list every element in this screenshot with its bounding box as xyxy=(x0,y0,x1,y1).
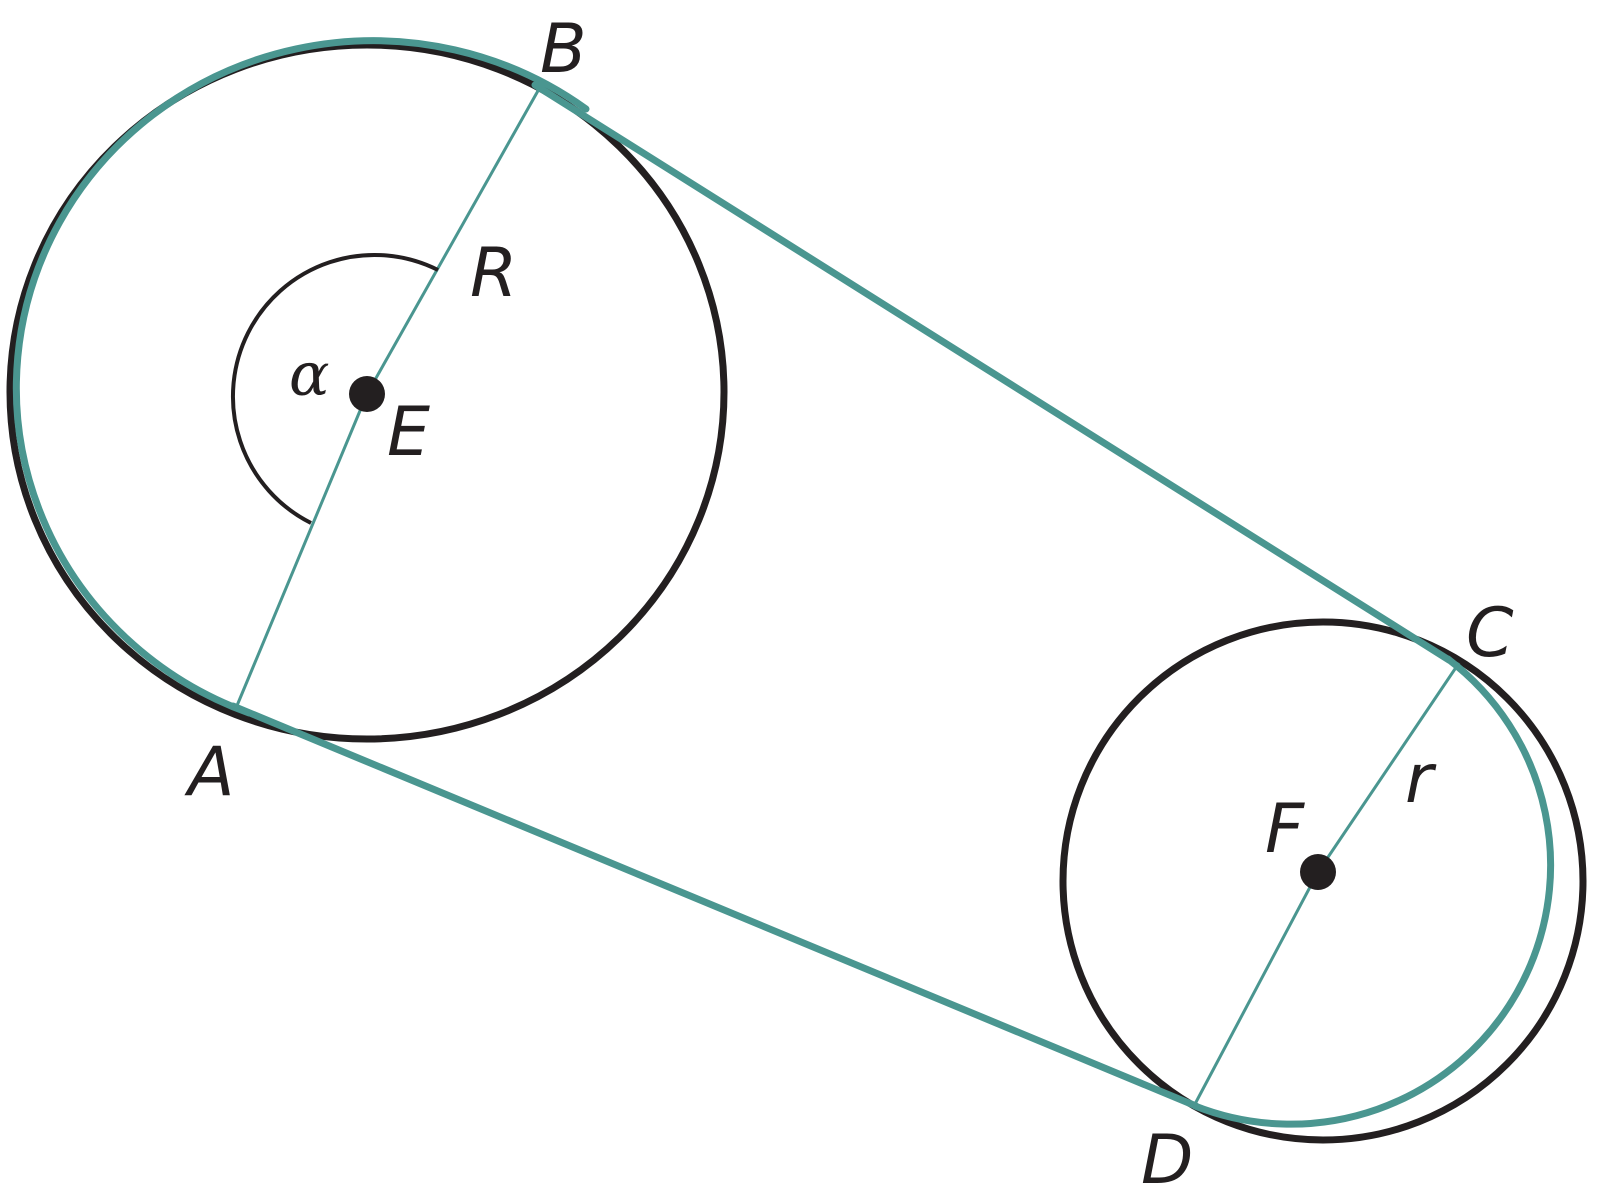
belt-lower-tangent-ad xyxy=(229,702,1200,1110)
radius-line-e-a xyxy=(234,393,369,709)
label-radius-big-r: R xyxy=(470,234,517,313)
belt-wrap-small-pulley xyxy=(1191,655,1555,1128)
belt-wrap-large-pulley xyxy=(12,37,590,717)
angle-alpha-arc xyxy=(230,252,439,525)
large-pulley-circle xyxy=(6,41,728,743)
belt-upper-tangent-bc xyxy=(531,81,1453,664)
label-b: B xyxy=(540,10,587,89)
radius-line-f-d xyxy=(1193,871,1320,1105)
label-d: D xyxy=(1141,1121,1193,1199)
center-point-f xyxy=(1300,854,1336,890)
label-f: F xyxy=(1265,790,1305,869)
label-a: A xyxy=(184,733,235,812)
label-e: E xyxy=(387,393,430,472)
small-pulley-circle xyxy=(1059,618,1587,1144)
radius-line-f-c xyxy=(1316,662,1461,873)
label-c: C xyxy=(1466,594,1514,673)
label-angle-alpha: α xyxy=(289,340,330,410)
radius-line-e-b xyxy=(365,88,541,395)
label-radius-small-r: r xyxy=(1405,740,1437,819)
center-point-e xyxy=(349,376,385,412)
